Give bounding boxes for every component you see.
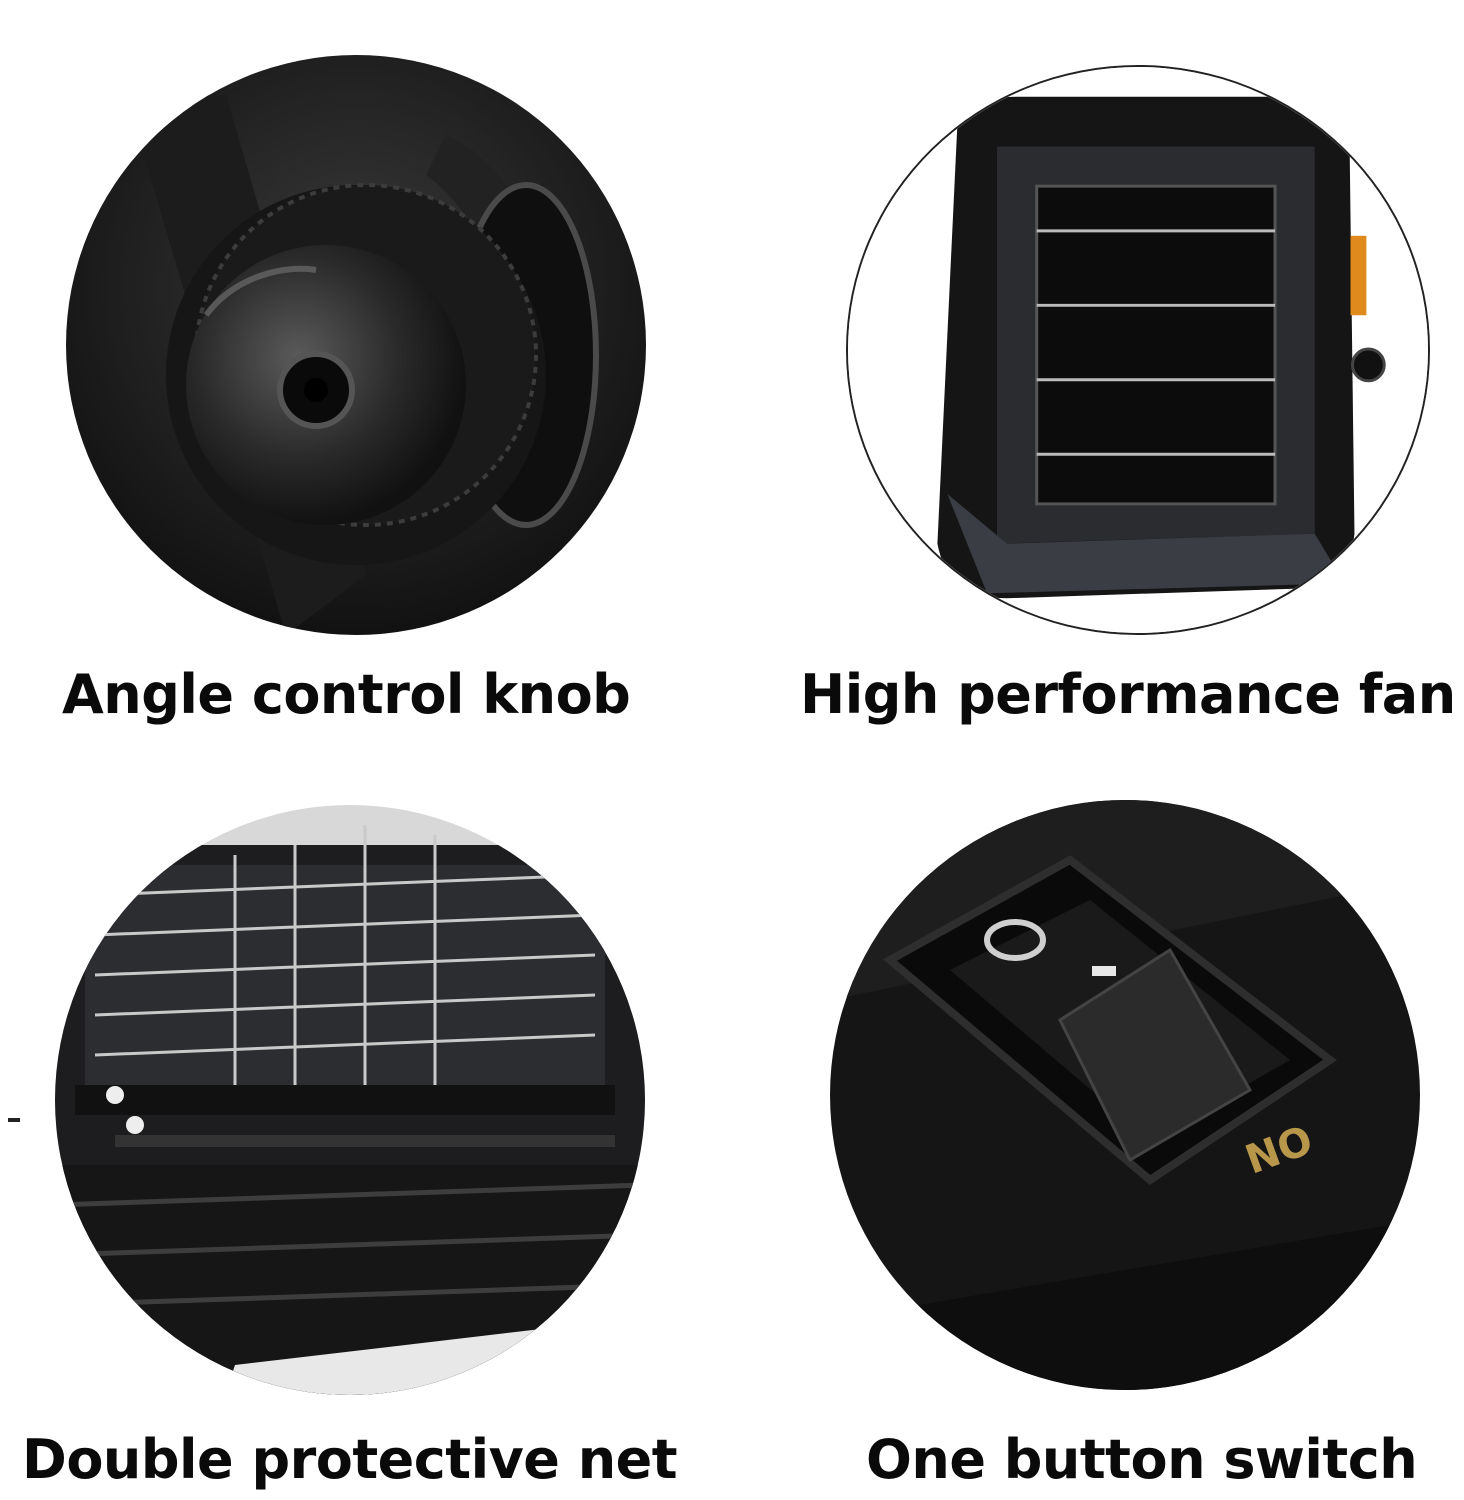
feature-caption-net: Double protective net [22,1428,678,1491]
net-icon [55,805,645,1395]
feature-caption-switch: One button switch [866,1428,1418,1491]
switch-photo: ON [830,800,1420,1390]
feature-caption-knob: Angle control knob [62,663,631,726]
feature-caption-fan: High performance fan [800,663,1456,726]
fan-icon [848,67,1428,633]
net-photo [55,805,645,1395]
fan-photo [846,65,1430,635]
stray-dash [8,1118,20,1122]
knob-photo [66,55,646,635]
knob-icon [66,55,646,635]
switch-icon: ON [830,800,1420,1390]
